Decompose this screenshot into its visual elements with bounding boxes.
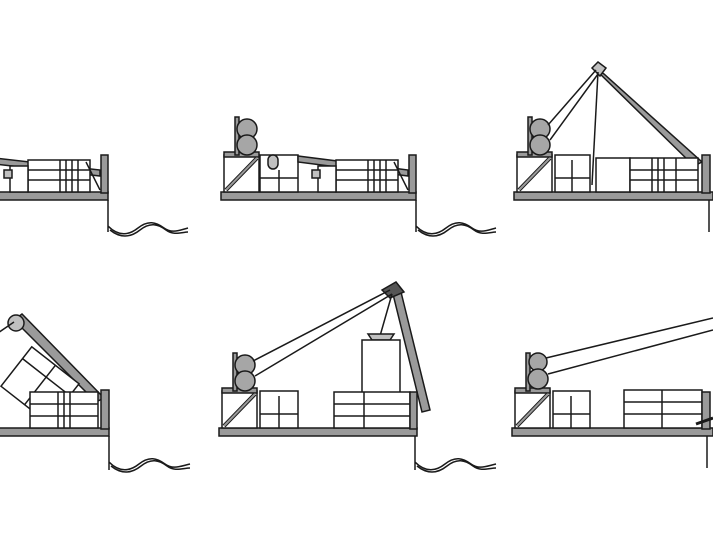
panel-4-boom-head [7,314,25,332]
panel-3-cabin [554,154,591,193]
panel-5-cabin [259,390,299,429]
panel-6-boom-stub [695,416,713,426]
panel-5-cable [414,436,497,473]
panel-3-braced-cell [516,151,553,193]
panel-2-braced-cell [223,151,260,193]
panel-3-cargo [595,157,699,193]
panel-5-braced-cell [221,387,258,429]
panel-2-cable [415,200,497,237]
panel-1-cargo [3,159,101,193]
panel-5-deck [218,427,418,437]
panel-3-boom [593,67,704,167]
panel-4-cable [108,436,191,473]
panel-1-cable [107,200,189,237]
panel-4-cargo [29,391,99,429]
panel-4-end-post [100,389,110,430]
panel-2 [220,116,497,237]
panel-3-rope-1 [547,69,597,126]
panel-2-reel [234,116,258,156]
panel-6-rope-2 [547,329,713,375]
panel-3-rope-2 [549,73,599,141]
panel-2-deck [220,191,417,201]
panel-5-end-post [409,391,418,430]
panel-6-cargo [623,389,703,429]
panel-3-hoist-line [591,71,599,186]
panel-3-deck [513,191,713,201]
panel-6-reel [525,352,549,392]
panel-3-reel [527,116,551,156]
panel-2-cabin [259,154,299,193]
panel-6 [511,317,713,468]
panel-3-end-post [701,154,711,194]
panel-2-cargo [311,159,409,193]
panel-4-rope [0,321,15,333]
panel-6-rope-1 [545,317,713,359]
panel-1 [0,154,189,237]
panel-4-deck [0,427,110,437]
panel-6-deck [511,427,713,437]
panel-1-end-post [100,154,109,194]
panel-6-braced-cell [514,387,551,429]
panel-6-cabin [552,390,591,429]
panel-2-end-post [408,154,417,194]
panel-4 [0,313,191,473]
panel-5-rope-2 [254,293,393,377]
panel-5 [218,281,497,473]
panel-1-deck [0,191,109,201]
panel-5-hoist-line [379,293,393,337]
panel-5-boom-head [380,281,406,299]
panel-5-reel [232,352,256,392]
panel-5-cargo [333,391,411,429]
panel-6-end-post [701,391,711,430]
panel-3 [513,61,713,232]
panel-5-rope-1 [252,289,391,362]
